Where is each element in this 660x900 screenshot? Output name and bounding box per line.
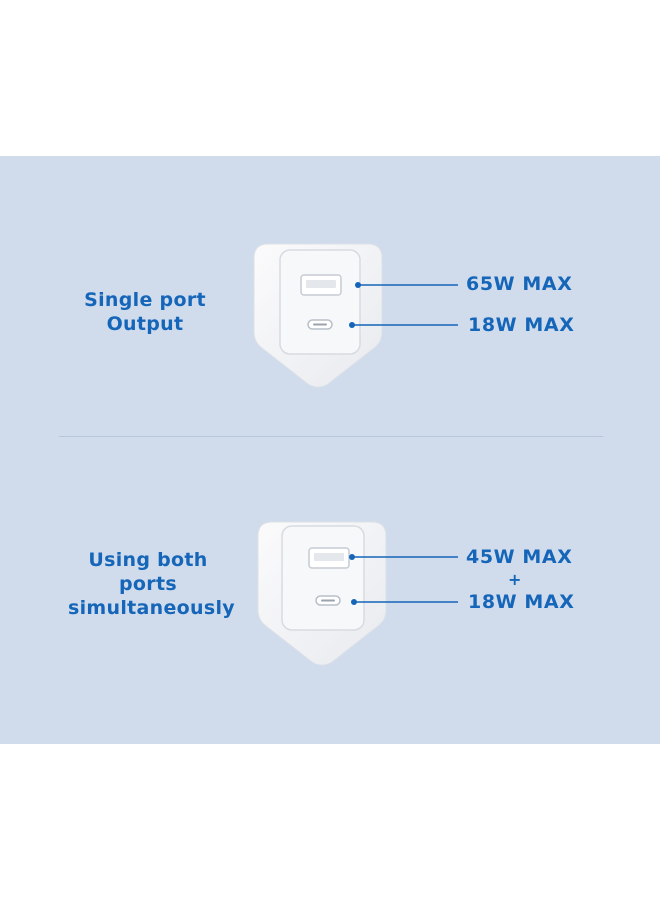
port-a-leader-line [355,282,458,288]
both-ports-a-spec: 45W MAX [466,546,573,568]
both-ports-label-line2: ports [119,573,177,595]
charger-illustration [257,521,387,666]
single-port-label: Single port Output [70,288,220,336]
section-divider [59,436,603,437]
port-c-leader-line [349,322,458,328]
usb-c-port-icon [315,595,341,606]
usb-a-port-icon [308,547,350,569]
both-ports-c-spec: 18W MAX [468,591,575,613]
both-ports-label-line1: Using both [88,549,208,571]
single-port-a-spec: 65W MAX [466,273,573,295]
both-ports-label-line3: simultaneously [68,597,235,619]
port-a-leader-line [349,554,458,560]
port-c-leader-line [351,599,458,605]
single-port-label-line1: Single port [84,289,206,311]
usb-c-port-icon [307,319,333,330]
plus-sign: + [508,570,522,589]
single-port-label-line2: Output [106,313,184,335]
usb-a-port-icon [300,274,342,296]
both-ports-label: Using both ports simultaneously [68,548,235,620]
single-port-c-spec: 18W MAX [468,314,575,336]
charger-illustration [253,243,383,388]
